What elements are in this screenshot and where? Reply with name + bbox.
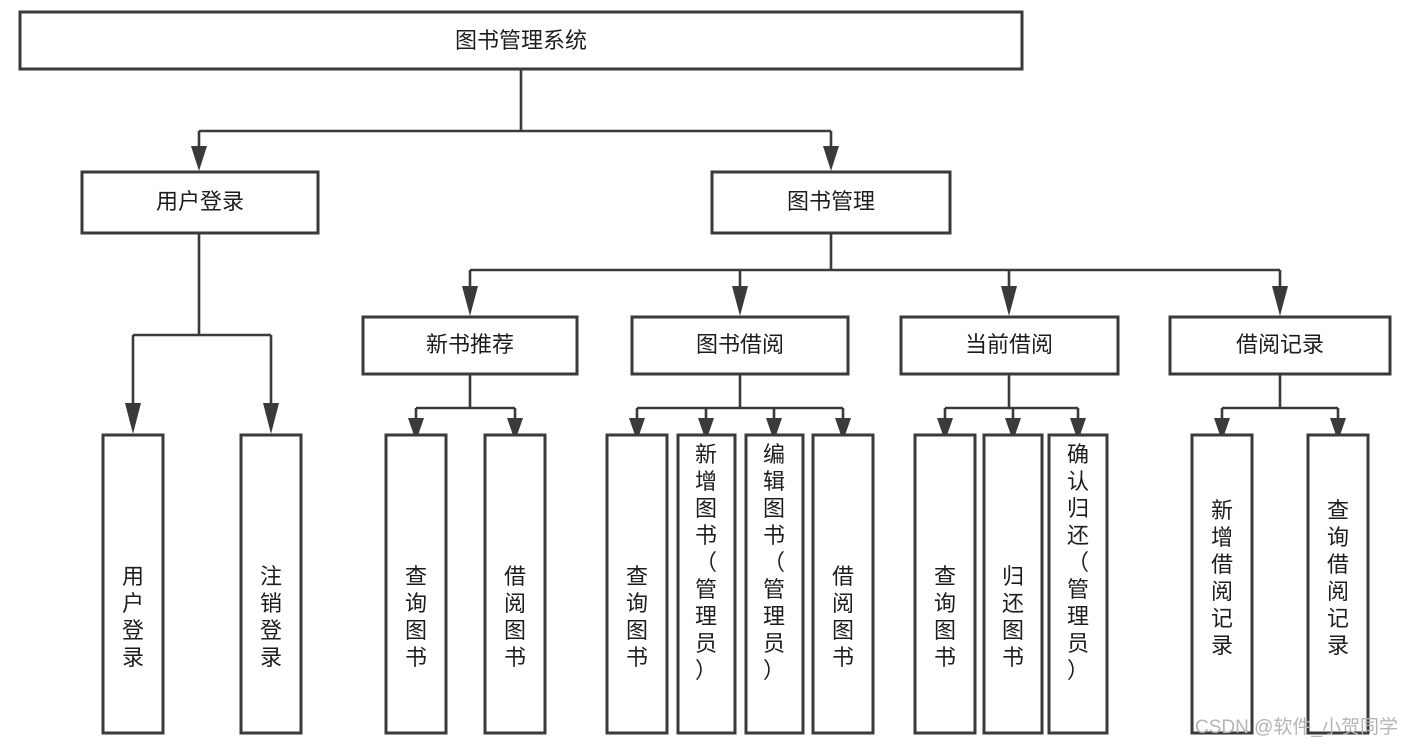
leaf-node-records-add-box xyxy=(1190,433,1254,735)
leaf-node-currentborrow-confirm-label: 确认归还（管理员） xyxy=(1067,442,1089,683)
arrowhead-book-borrow xyxy=(732,286,748,316)
leaf-node-newbooks-query-box xyxy=(384,433,448,735)
arrowhead-leaf-bookborrow-4 xyxy=(835,418,851,441)
node-root-title-box xyxy=(18,10,1024,71)
node-current-borrow[interactable]: 当前借阅 xyxy=(899,315,1120,376)
arrowhead-leaf-newbooks-1 xyxy=(408,418,424,441)
arrowhead-leaf-borrowrecords-2 xyxy=(1330,418,1346,441)
node-current-borrow-label: 当前借阅 xyxy=(965,332,1053,357)
leaf-node-bookborrow-add-label: 新增图书（管理员） xyxy=(695,442,717,683)
leaf-node-bookborrow-query-label: 查询图书 xyxy=(626,564,648,670)
leaf-node-newbooks-borrow[interactable]: 借阅图书 xyxy=(483,433,547,735)
node-book-manage[interactable]: 图书管理 xyxy=(710,170,952,235)
node-root-title[interactable]: 图书管理系统 xyxy=(18,10,1024,71)
leaf-node-bookborrow-edit[interactable]: 编辑图书（管理员） xyxy=(744,433,805,735)
leaf-node-records-add[interactable]: 新增借阅记录 xyxy=(1190,433,1254,735)
leaf-node-newbooks-borrow-label: 借阅图书 xyxy=(504,564,526,670)
leaf-node-bookborrow-add-box xyxy=(676,433,737,735)
leaf-node-currentborrow-confirm-box xyxy=(1047,433,1109,735)
node-root-title-label: 图书管理系统 xyxy=(455,28,587,53)
node-user-login[interactable]: 用户登录 xyxy=(80,170,320,235)
leaf-node-bookborrow-query[interactable]: 查询图书 xyxy=(605,433,669,735)
arrowhead-leaf-currentborrow-1 xyxy=(937,418,953,441)
node-new-books[interactable]: 新书推荐 xyxy=(361,315,579,376)
arrowhead-leaf-currentborrow-3 xyxy=(1070,418,1086,441)
leaf-node-records-query-label: 查询借阅记录 xyxy=(1327,498,1349,658)
node-user-login-label: 用户登录 xyxy=(156,189,244,214)
leaf-node-newbooks-query[interactable]: 查询图书 xyxy=(384,433,448,735)
leaf-node-records-add-label: 新增借阅记录 xyxy=(1211,498,1233,658)
node-borrow-records-box xyxy=(1168,315,1392,376)
node-new-books-label: 新书推荐 xyxy=(426,332,514,357)
leaf-node-bookborrow-edit-box xyxy=(744,433,805,735)
arrowhead-current-borrow xyxy=(1001,286,1017,316)
leaf-node-currentborrow-query-label: 查询图书 xyxy=(934,564,956,670)
arrowhead-leaf-borrowrecords-1 xyxy=(1214,418,1230,441)
node-borrow-records-label: 借阅记录 xyxy=(1236,332,1324,357)
node-borrow-records[interactable]: 借阅记录 xyxy=(1168,315,1392,376)
arrowhead-leaf-user-1 xyxy=(125,403,141,434)
arrowhead-leaf-bookborrow-1 xyxy=(629,418,645,441)
csdn-watermark: CSDN @软件_小贺同学 xyxy=(1195,716,1398,738)
leaf-node-currentborrow-return[interactable]: 归还图书 xyxy=(982,433,1044,735)
connector-layer xyxy=(125,69,1346,441)
leaf-node-newbooks-borrow-box xyxy=(483,433,547,735)
leaf-node-user-login-label: 用户登录 xyxy=(122,564,144,670)
leaf-node-records-query[interactable]: 查询借阅记录 xyxy=(1306,433,1370,735)
leaf-node-bookborrow-query-box xyxy=(605,433,669,735)
leaf-node-bookborrow-borrow[interactable]: 借阅图书 xyxy=(811,433,875,735)
arrowhead-new-books xyxy=(462,286,478,316)
leaf-node-currentborrow-confirm[interactable]: 确认归还（管理员） xyxy=(1047,433,1109,735)
arrowhead-leaf-user-2 xyxy=(263,403,279,434)
arrowhead-user-login xyxy=(191,146,207,171)
arrowhead-book-manage xyxy=(823,146,839,171)
leaf-node-user-login-box xyxy=(101,433,165,735)
leaf-node-logout[interactable]: 注销登录 xyxy=(239,433,303,735)
leaf-node-records-query-box xyxy=(1306,433,1370,735)
node-book-manage-box xyxy=(710,170,952,235)
leaf-node-user-login[interactable]: 用户登录 xyxy=(101,433,165,735)
leaf-node-bookborrow-borrow-box xyxy=(811,433,875,735)
node-current-borrow-box xyxy=(899,315,1120,376)
arrowhead-leaf-currentborrow-2 xyxy=(1005,418,1021,441)
leaf-node-bookborrow-add[interactable]: 新增图书（管理员） xyxy=(676,433,737,735)
node-user-login-box xyxy=(80,170,320,235)
node-book-borrow[interactable]: 图书借阅 xyxy=(630,315,850,376)
node-new-books-box xyxy=(361,315,579,376)
leaf-node-bookborrow-edit-label: 编辑图书（管理员） xyxy=(763,442,785,683)
leaf-node-bookborrow-borrow-label: 借阅图书 xyxy=(832,564,854,670)
leaf-node-currentborrow-query[interactable]: 查询图书 xyxy=(913,433,977,735)
leaf-node-newbooks-query-label: 查询图书 xyxy=(405,564,427,670)
arrowhead-leaf-bookborrow-2 xyxy=(698,418,714,441)
arrowhead-leaf-bookborrow-3 xyxy=(766,418,782,441)
leaf-node-logout-label: 注销登录 xyxy=(260,564,282,670)
leaf-node-currentborrow-return-label: 归还图书 xyxy=(1002,564,1024,670)
node-book-borrow-box xyxy=(630,315,850,376)
leaf-node-logout-box xyxy=(239,433,303,735)
node-book-borrow-label: 图书借阅 xyxy=(696,332,784,357)
leaf-node-currentborrow-return-box xyxy=(982,433,1044,735)
leaf-node-currentborrow-query-box xyxy=(913,433,977,735)
node-book-manage-label: 图书管理 xyxy=(787,189,875,214)
arrowhead-leaf-newbooks-2 xyxy=(507,418,523,441)
arrowhead-borrow-records xyxy=(1272,286,1288,316)
